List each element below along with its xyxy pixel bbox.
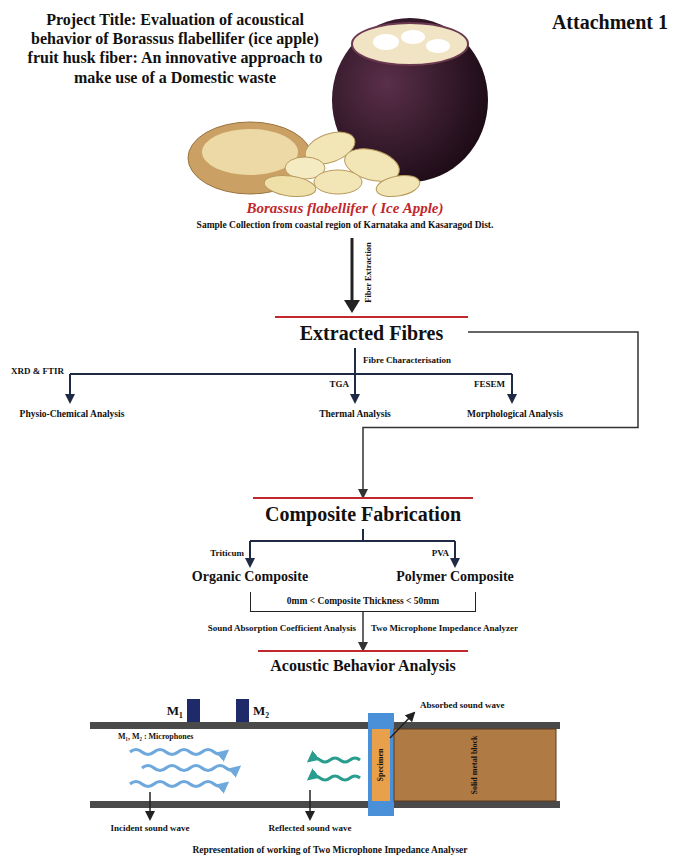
process-box: Composite Fabrication [253, 497, 473, 529]
microphone-label: M₂ [253, 703, 283, 719]
method-label: FESEM [445, 379, 505, 390]
composite-label: Organic Composite [175, 569, 325, 586]
part-label: Incident sound wave [80, 823, 220, 834]
analysis-label: Physio-Chemical Analysis [2, 409, 142, 420]
step-label-box: Fibre Characterisation [363, 355, 503, 366]
specimen-holder [368, 713, 394, 816]
flesh-piece [375, 172, 422, 199]
microphone [236, 699, 249, 722]
flow-connector [362, 612, 364, 650]
analysis-label-box: Thermal Analysis [285, 409, 425, 420]
process-box: Extracted Fibres [275, 316, 468, 348]
part-label-box: Solid metal block [470, 720, 480, 810]
binder-label: PVA [399, 548, 449, 559]
figure-caption-box: Representation of working of Two Microph… [70, 845, 590, 856]
legend-note-box: M₁, M₂ : Microphones [118, 732, 238, 742]
part-label: Solid metal block [470, 720, 480, 810]
microphone-label-box: M₁ [153, 703, 183, 719]
microphone [187, 699, 200, 722]
part-label-box: Reflected sound wave [240, 823, 380, 834]
microphone-label: M₁ [153, 703, 183, 719]
part-label: Absorbed sound wave [420, 700, 560, 711]
leader-arrow [149, 792, 151, 819]
incident-wave [130, 782, 226, 787]
binder-label-box: Triticum [174, 548, 244, 559]
analysis-label: Thermal Analysis [285, 409, 425, 420]
sample-note-box: Sample Collection from coastal region of… [125, 220, 565, 231]
branch-arrow [511, 374, 513, 402]
method-label-box: XRD & FTIR [2, 366, 64, 377]
fruit-flesh [401, 30, 425, 44]
figure-caption: Representation of working of Two Microph… [70, 845, 590, 856]
project-title: Project Title: Evaluation of acoustical … [25, 10, 325, 87]
leader-arrow [390, 713, 414, 738]
thickness-bracket: 0mm < Composite Thickness < 50mm [250, 592, 476, 612]
project-title-box: Project Title: Evaluation of acoustical … [25, 10, 325, 87]
step-label-box: Two Microphone Impedance Analyzer [371, 623, 601, 634]
analysis-label: Morphological Analysis [440, 409, 590, 420]
fruit-flesh [426, 39, 450, 53]
binder-label-box: PVA [399, 548, 449, 559]
extraction-arrow [351, 238, 354, 301]
method-label-box: FESEM [445, 379, 505, 390]
process-box: Acoustic Behavior Analysis [258, 650, 468, 680]
reflected-wave [310, 776, 360, 780]
part-label-box: Specimen [376, 730, 386, 800]
sample-note: Sample Collection from coastal region of… [125, 220, 565, 231]
method-label: XRD & FTIR [2, 366, 64, 377]
part-label: Reflected sound wave [240, 823, 380, 834]
step-label-box: Sound Absorption Coefficient Analysis [126, 623, 356, 634]
legend-note: M₁, M₂ : Microphones [118, 732, 238, 742]
part-label-box: Incident sound wave [80, 823, 220, 834]
microphone-label-box: M₂ [253, 703, 283, 719]
branch-line [70, 373, 512, 375]
node-text: Extracted Fibres [300, 322, 444, 345]
species-name: Borassus flabellifer ( Ice Apple) [185, 199, 505, 217]
analysis-label-box: Physio-Chemical Analysis [2, 409, 142, 420]
fruit-husk-inner [202, 129, 298, 175]
method-label: TGA [299, 379, 349, 390]
incident-wave [130, 750, 226, 755]
branch-arrow [354, 374, 356, 402]
extraction-arrow-head [344, 300, 360, 313]
composite-label-box: Organic Composite [175, 569, 325, 586]
composite-label: Polymer Composite [380, 569, 530, 586]
fruit-cut-top [352, 23, 468, 65]
part-label-box: Absorbed sound wave [420, 700, 560, 711]
analysis-label-box: Morphological Analysis [440, 409, 590, 420]
attachment-label: Attachment 1 [518, 10, 668, 34]
composite-label-box: Polymer Composite [380, 569, 530, 586]
binder-label: Triticum [174, 548, 244, 559]
flesh-piece [263, 172, 317, 199]
node-text: Acoustic Behavior Analysis [270, 657, 456, 675]
node-text: Composite Fabrication [265, 503, 461, 526]
branch-line [250, 540, 455, 542]
branch-arrow [454, 541, 456, 566]
species-name-box: Borassus flabellifer ( Ice Apple) [185, 199, 505, 217]
flesh-piece [314, 170, 362, 194]
step-label-box: Fiber Extraction [363, 227, 374, 317]
step-label: Fibre Characterisation [363, 355, 503, 366]
step-label: Fiber Extraction [363, 227, 374, 317]
tube-wall [90, 801, 560, 808]
reflected-wave [310, 758, 360, 762]
branch-arrow [249, 541, 251, 566]
step-label: Sound Absorption Coefficient Analysis [126, 623, 356, 634]
part-label: Specimen [376, 730, 386, 800]
specimen [372, 729, 390, 801]
fruit-flesh [373, 34, 399, 50]
incident-wave [142, 766, 238, 771]
branch-arrow [69, 374, 71, 402]
branch-line [362, 529, 364, 541]
method-label-box: TGA [299, 379, 349, 390]
branch-line [354, 348, 356, 374]
flow-connector [363, 332, 638, 497]
attachment-label-box: Attachment 1 [518, 10, 668, 34]
step-label: Two Microphone Impedance Analyzer [371, 623, 601, 634]
node-text: 0mm < Composite Thickness < 50mm [287, 596, 439, 607]
tube-wall [90, 722, 560, 729]
leader-arrow [309, 790, 311, 819]
